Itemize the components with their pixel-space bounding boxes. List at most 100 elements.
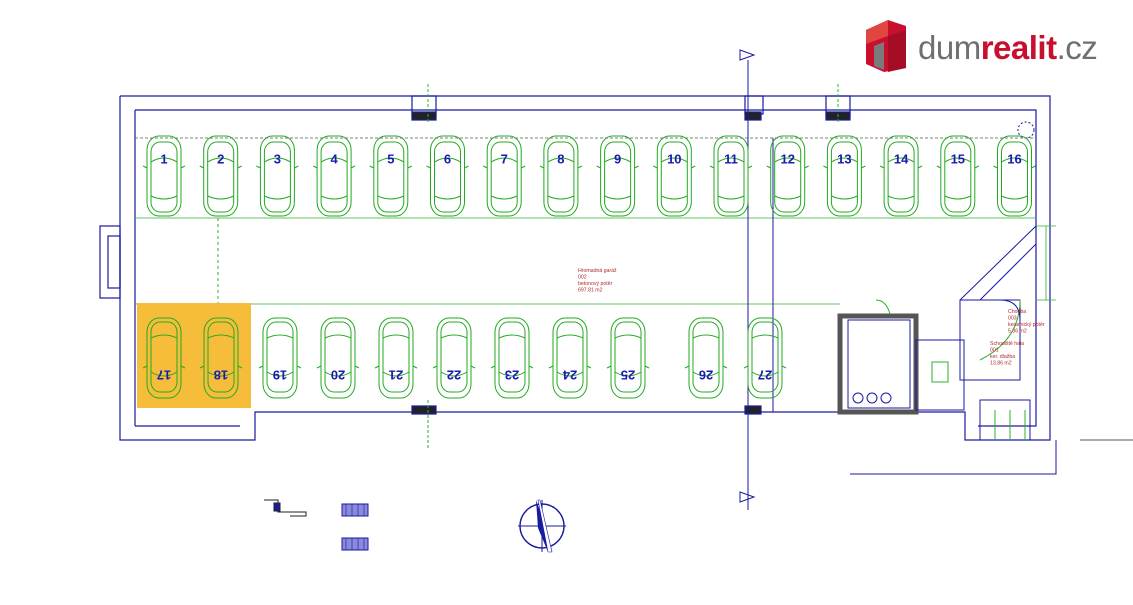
car-outline-inner <box>717 141 745 213</box>
car-body <box>770 135 806 217</box>
parking-space-25[interactable]: 25 <box>606 317 650 399</box>
parking-space-8[interactable]: 8 <box>539 135 583 217</box>
parking-space-1[interactable]: 1 <box>142 135 186 217</box>
parking-space-4[interactable]: 4 <box>312 135 356 217</box>
car-rear-window <box>944 195 972 200</box>
parking-space-2[interactable]: 2 <box>199 135 242 217</box>
logo-part-realit: realit <box>980 29 1057 66</box>
parking-space-number: 18 <box>214 368 228 383</box>
parking-space-11[interactable]: 11 <box>709 135 753 217</box>
car-mirror-right <box>691 165 696 169</box>
parking-space-16[interactable]: 16 <box>993 135 1036 217</box>
parking-space-21[interactable]: 21 <box>374 317 418 399</box>
car-mirror-right <box>258 365 264 369</box>
car-windshield <box>207 157 234 163</box>
car-mirror-right <box>142 365 148 369</box>
car-body <box>543 135 579 217</box>
car-mirror-right <box>634 165 639 169</box>
parking-space-22[interactable]: 22 <box>432 317 476 399</box>
car-windshield <box>490 157 518 163</box>
car-windshield <box>944 157 972 163</box>
parking-space-26[interactable]: 26 <box>684 317 728 399</box>
parking-space-14[interactable]: 14 <box>879 135 923 217</box>
car-body <box>259 135 295 217</box>
parking-space-13[interactable]: 13 <box>823 135 866 217</box>
car-body <box>203 317 239 399</box>
room-label-line: Schodiště hala <box>990 341 1024 347</box>
parking-space-number: 14 <box>894 151 909 166</box>
car-rear-window <box>887 195 915 200</box>
car-body <box>552 317 588 399</box>
parking-space-number: 22 <box>447 368 461 383</box>
parking-space-number: 24 <box>562 368 577 383</box>
car-outline-inner <box>266 321 294 393</box>
parking-space-number: 23 <box>505 368 519 383</box>
parking-space-27[interactable]: 27 <box>743 317 787 399</box>
car-outline-inner <box>320 141 348 213</box>
parking-space-7[interactable]: 7 <box>482 135 526 217</box>
car-rear-window <box>264 195 291 200</box>
parking-space-number: 4 <box>330 151 338 166</box>
car-mirror-left <box>709 165 715 169</box>
car-mirror-left <box>199 165 204 169</box>
car-mirror-right <box>464 165 469 169</box>
car-outline-inner <box>660 141 688 213</box>
car-mirror-left <box>539 165 545 169</box>
room-label-line: 5.36 m2 <box>1008 329 1027 335</box>
parking-space-6[interactable]: 6 <box>426 135 469 217</box>
car-windshield <box>377 157 405 163</box>
parking-space-10[interactable]: 10 <box>653 135 696 217</box>
parking-space-3[interactable]: 3 <box>256 135 299 217</box>
parking-space-23[interactable]: 23 <box>490 317 534 399</box>
car-rear-window <box>717 195 745 200</box>
car-mirror-right <box>407 165 413 169</box>
parking-space-24[interactable]: 24 <box>548 317 592 399</box>
parking-space-15[interactable]: 15 <box>936 135 980 217</box>
car-mirror-left <box>936 165 942 169</box>
car-mirror-left <box>766 165 771 169</box>
section-line <box>217 49 839 510</box>
car-mirror-left <box>482 165 488 169</box>
car-rear-window <box>547 195 575 200</box>
car-windshield <box>614 371 642 377</box>
car-mirror-left <box>369 165 375 169</box>
parking-space-9[interactable]: 9 <box>596 135 639 217</box>
parking-space-18[interactable]: 18 <box>199 317 243 399</box>
car-windshield <box>324 371 352 377</box>
car-rear-window <box>556 334 584 339</box>
car-rear-window <box>604 195 631 200</box>
car-body <box>486 135 522 217</box>
car-mirror-right <box>237 165 242 169</box>
room-label-line: ker. dlažba <box>990 354 1015 360</box>
parking-space-5[interactable]: 5 <box>369 135 413 217</box>
car-windshield <box>692 371 720 377</box>
parking-space-number: 2 <box>217 151 224 166</box>
logo-part-dum: dum <box>918 29 981 66</box>
parking-guide-lines <box>135 217 1056 305</box>
car-mirror-right <box>350 165 356 169</box>
car-rear-window <box>774 195 801 200</box>
car-mirror-left <box>586 365 592 369</box>
car-body <box>203 135 239 217</box>
car-mirror-left <box>879 165 885 169</box>
room-label-line: 13.86 m2 <box>990 361 1012 367</box>
car-mirror-left <box>142 165 148 169</box>
car-outline-inner <box>434 141 461 213</box>
parking-space-17[interactable]: 17 <box>142 317 186 399</box>
car-windshield <box>831 157 858 163</box>
car-body <box>436 317 472 399</box>
car-rear-window <box>150 334 178 339</box>
car-outline-inner <box>830 141 858 213</box>
car-body <box>713 135 749 217</box>
parking-space-19[interactable]: 19 <box>258 317 302 399</box>
parking-space-20[interactable]: 20 <box>316 317 360 399</box>
car-windshield <box>717 157 745 163</box>
parking-space-12[interactable]: 12 <box>766 135 809 217</box>
car-windshield <box>887 157 915 163</box>
car-rear-window <box>831 195 858 200</box>
dumrealit-logo[interactable]: dumrealit.cz <box>862 16 1122 72</box>
car-outline-inner <box>547 141 575 213</box>
car-mirror-right <box>432 365 438 369</box>
